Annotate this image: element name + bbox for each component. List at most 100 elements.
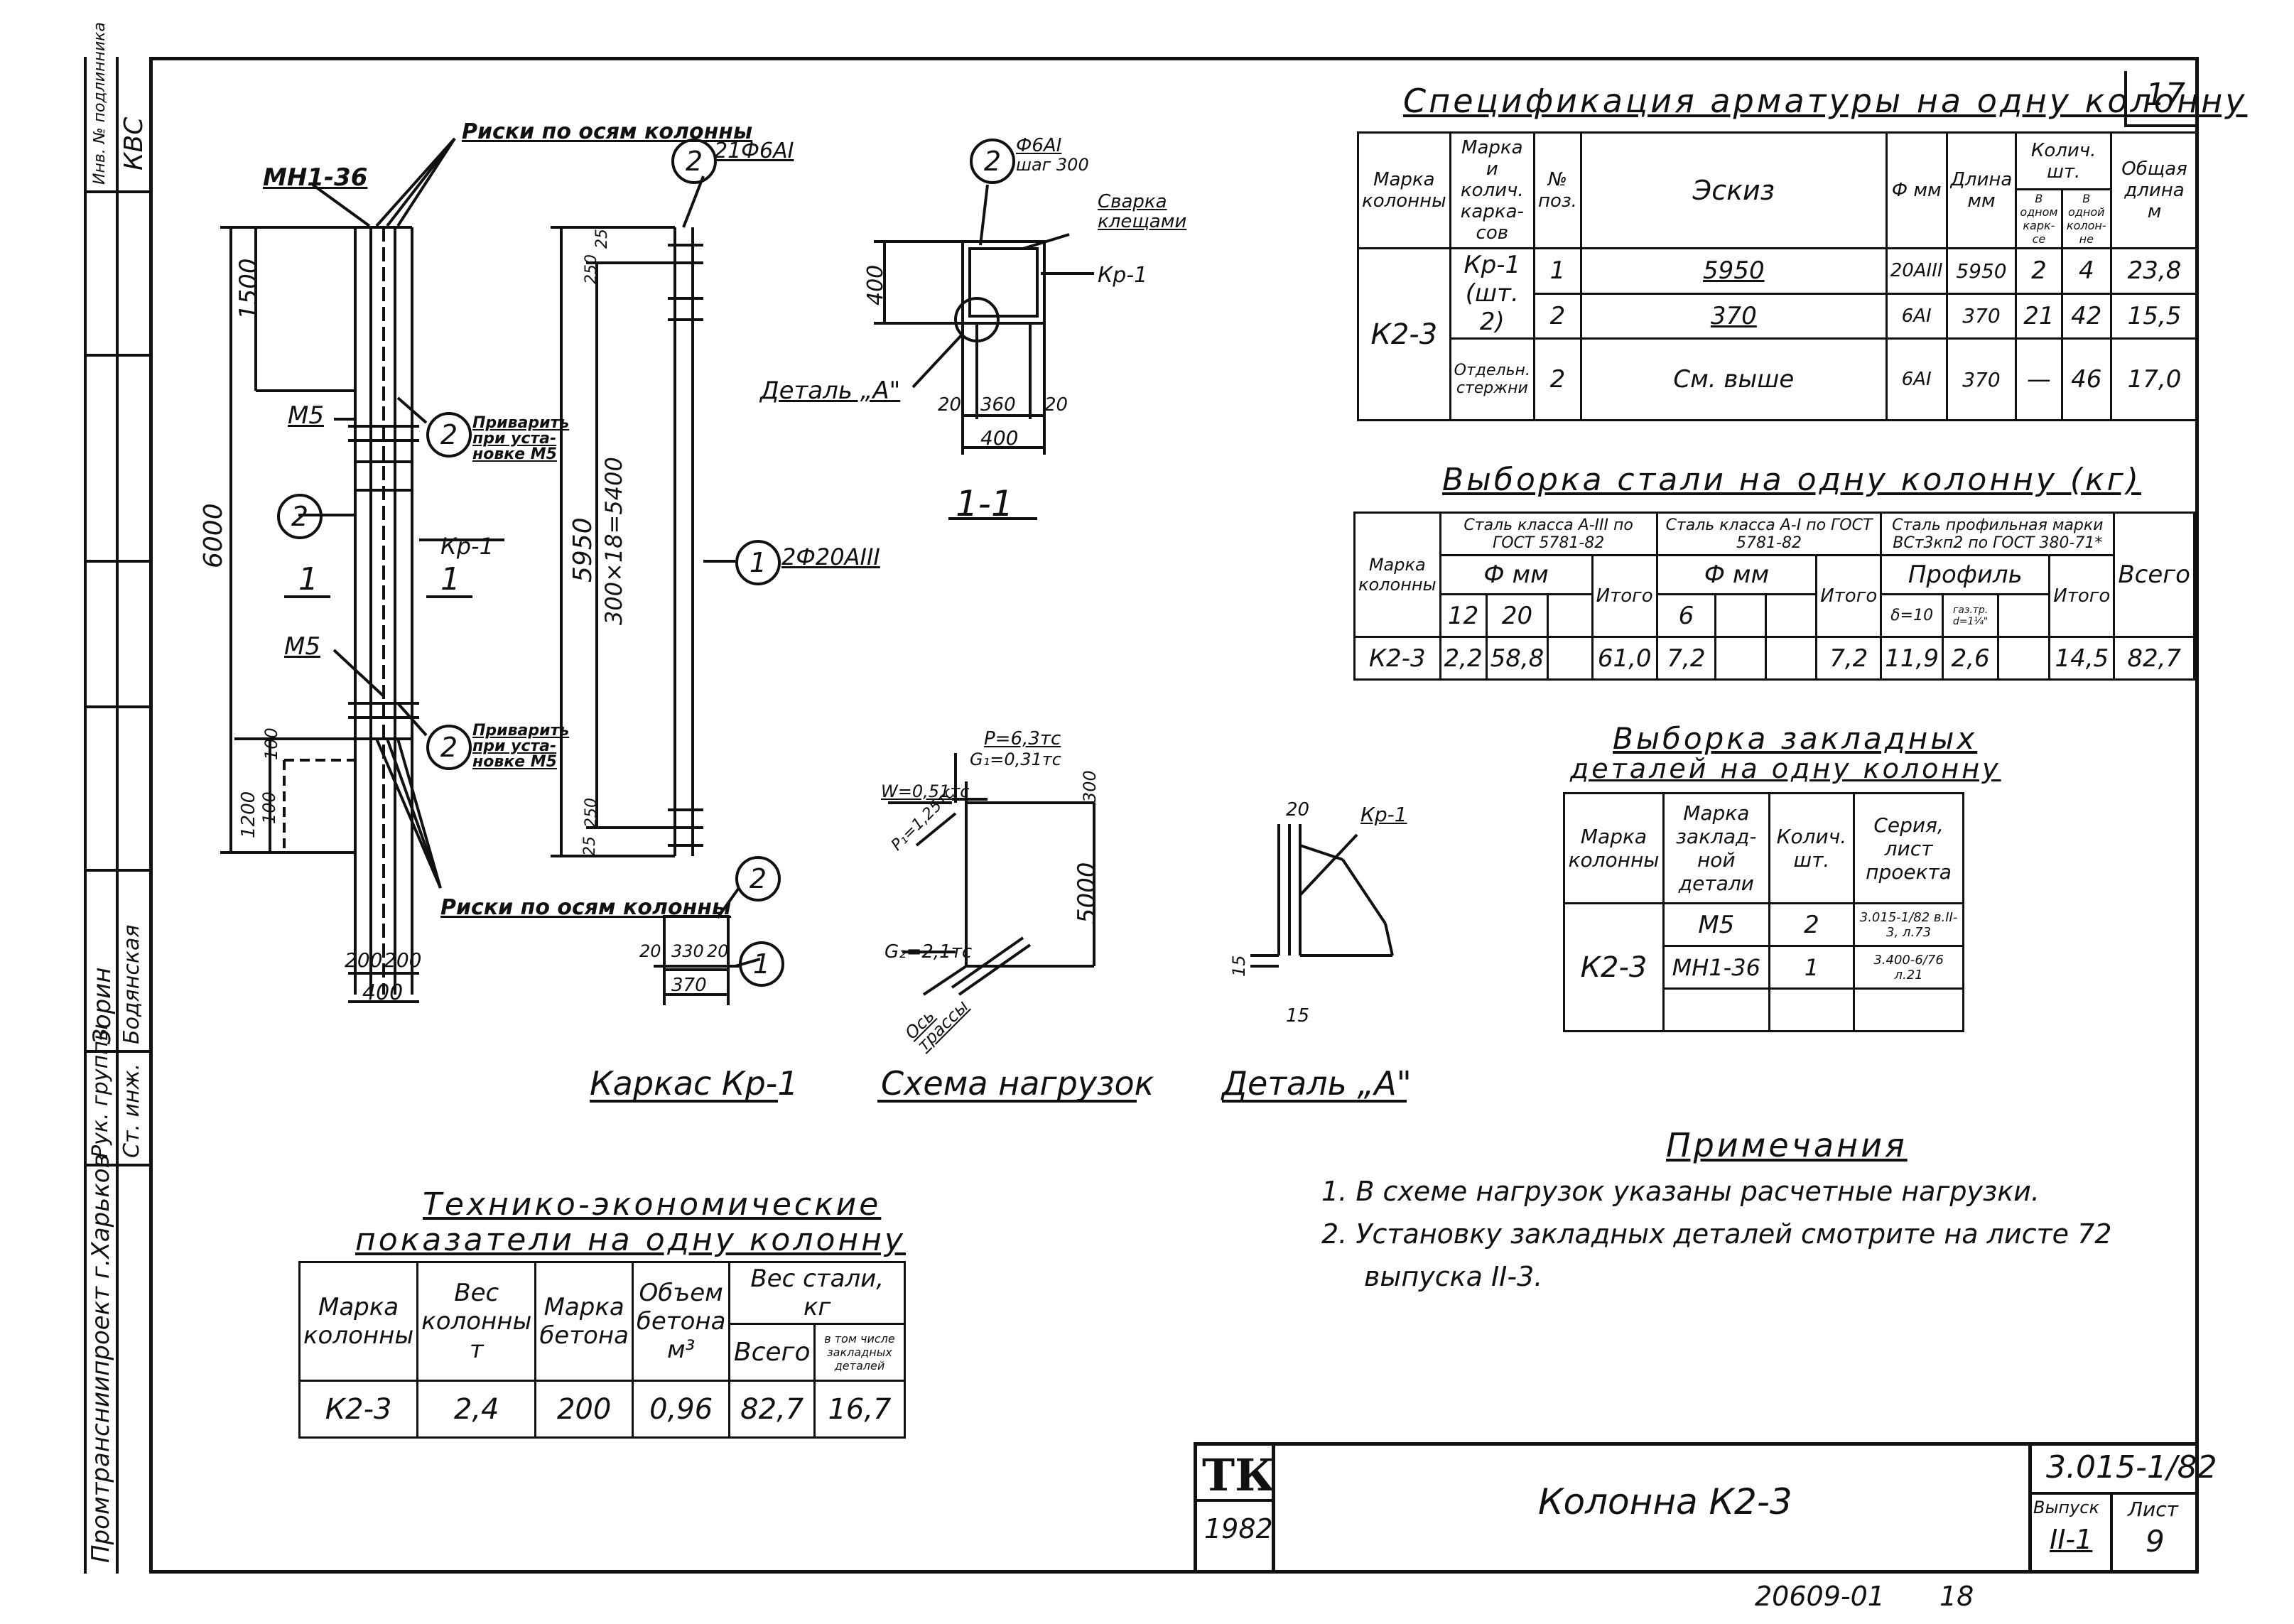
frame-elevation (551, 175, 735, 857)
steel-v12: 2,2 (1439, 636, 1488, 681)
spec-h-framemark: Марка и колич. карка-сов (1449, 131, 1535, 249)
label-weld1: Приварить при уста-новке М5 (472, 414, 570, 463)
stamp-sheet-label: Лист (2128, 1498, 2178, 1521)
detA-kp: Кр-1 (1360, 803, 1407, 826)
steel-empty7 (1765, 636, 1818, 681)
spec-row3-pos: 2 (1532, 337, 1582, 421)
emb-empty3 (1853, 987, 1964, 1032)
drawing-frame (149, 57, 2199, 1574)
spec-row3-total: 17,0 (2110, 337, 2199, 421)
spec-row1-sketch: 5950 (1579, 247, 1888, 295)
steel-h-mark: Марка колонны (1353, 511, 1441, 638)
steel-h-fmm1: Ф мм (1439, 554, 1594, 595)
label-sec-kp: Кр-1 (1098, 263, 1148, 288)
steel-all: 82,7 (2113, 636, 2195, 681)
detA-15a: 15 (1229, 955, 1249, 977)
label-rebar2: 21Ф6АI (714, 139, 794, 163)
pos-marker-2-left: 2 (277, 494, 323, 539)
load-P: P=6,3тс (984, 728, 1061, 749)
tech-table: Марка колонны Вес колонны т Марка бетона… (298, 1261, 907, 1439)
emb-h-series: Серия, лист проекта (1853, 792, 1964, 904)
tech-title2: показатели на одну колонну (355, 1222, 906, 1258)
steel-h-all: Всего (2113, 511, 2195, 638)
stamp-divider3 (1194, 1499, 1273, 1502)
steel-empty6 (1714, 636, 1768, 681)
embedded-table: Марка колонны Марка заклад-ной детали Ко… (1563, 792, 1964, 1032)
caption-detail: Деталь „А" (1222, 1064, 1412, 1103)
stamp-box (1194, 1442, 2199, 1574)
spec-row2-len: 370 (1945, 292, 2018, 340)
caption-frame: Каркас Кр-1 (590, 1064, 799, 1103)
spec-frame-qty: (шт. 2) (1465, 279, 1519, 336)
dim-sec360: 360 (980, 394, 1016, 416)
steel-t2: 7,2 (1815, 636, 1883, 681)
stamp-issue-label: Выпуск (2033, 1498, 2099, 1517)
embedded-title2: деталей на одну колонну (1570, 753, 2001, 784)
spec-h-count-col: В одной колон-не (2060, 188, 2113, 249)
spec-row1-diam: 20АIII (1885, 247, 1948, 295)
spec-frame: Кр-1(шт. 2) (1449, 247, 1535, 340)
steel-h-a1: Сталь класса А-I по ГОСТ 5781-82 (1655, 511, 1883, 556)
dim-1200: 1200 (238, 791, 259, 838)
steel-h-d12: 12 (1439, 593, 1488, 638)
spec-row3-c2: 46 (2060, 337, 2113, 421)
spec-frame-mark: Кр-1 (1463, 251, 1521, 279)
emb-row1-qty: 2 (1768, 902, 1856, 947)
load-G1: G₁=0,31тс (970, 749, 1061, 769)
spec-h-pos: № поз. (1532, 131, 1582, 249)
emb-h-mark: Марка колонны (1563, 792, 1665, 904)
stamp-divider4 (2028, 1492, 2199, 1495)
steel-table: Марка колонны Сталь класса А-III по ГОСТ… (1353, 511, 2195, 681)
caption-section: 1-1 (956, 483, 1014, 524)
steel-h-profile: Профиль (1880, 554, 2051, 595)
dim-400: 400 (362, 980, 404, 1005)
label-risks-top: Риски по осям колонны (462, 119, 753, 144)
column-elevation (220, 137, 504, 1003)
note-3: выпуска II-3. (1364, 1261, 1543, 1292)
steel-title: Выборка стали на одну колонну (кг) (1442, 462, 2141, 498)
load-300: 300 (1080, 770, 1100, 803)
pos-marker-2-section: 2 (970, 139, 1015, 184)
spec-row1-c2: 4 (2060, 247, 2113, 295)
stamp-year: 1982 (1204, 1513, 1273, 1544)
label-mn: МН1-36 (263, 163, 368, 192)
spec-h-diam: Ф мм (1885, 131, 1948, 249)
steel-vp2: 2,6 (1941, 636, 2000, 681)
stamp-code: 3.015-1/82 (2046, 1449, 2217, 1485)
dim-200a: 200 (345, 948, 383, 972)
section-1-1 (874, 184, 1094, 455)
steel-empty5 (1547, 636, 1594, 681)
steel-h-total3: Итого (2048, 554, 2116, 638)
label-m5b: М5 (284, 632, 320, 661)
spec-row3-diam: 6АI (1885, 337, 1948, 421)
note-2: 2. Установку закладных деталей смотрите … (1321, 1218, 2112, 1250)
tech-volume: 0,96 (631, 1380, 731, 1439)
spec-row2-total: 15,5 (2110, 292, 2199, 340)
tech-h-concrete: Марка бетона (534, 1261, 634, 1382)
label-kp1: Кр-1 (440, 533, 494, 560)
dim-200b: 200 (384, 948, 422, 972)
steel-h-empty3 (1765, 593, 1818, 638)
label-weld-clamp: Сварка клещами (1098, 191, 1187, 232)
dim-sec20b: 20 (1044, 394, 1068, 416)
spec-h-total: Общая длина м (2110, 131, 2199, 249)
spec-separate: Отдельн. стержни (1449, 337, 1535, 421)
steel-h-prof: Сталь профильная марки ВСт3кп2 по ГОСТ 3… (1880, 511, 2116, 556)
load-scheme (888, 753, 1095, 996)
tech-h-volume: Объем бетона м³ (631, 1261, 731, 1382)
dim-1500: 1500 (234, 258, 263, 320)
load-5000: 5000 (1073, 862, 1101, 924)
spec-h-colmark: Марка колонны (1357, 131, 1451, 249)
spec-row1-total: 23,8 (2110, 247, 2199, 295)
spec-row2-sketch: 370 (1579, 292, 1888, 340)
embedded-title1: Выборка закладных (1613, 721, 1978, 756)
steel-v20: 58,8 (1485, 636, 1549, 681)
detA-15b: 15 (1286, 1005, 1310, 1027)
steel-h-empty2 (1714, 593, 1768, 638)
steel-v6: 7,2 (1655, 636, 1717, 681)
steel-h-total2: Итого (1815, 554, 1883, 638)
label-rebar1: 2Ф20АIII (781, 543, 880, 570)
tech-h-incl: в том числе закладных деталей (813, 1323, 907, 1382)
